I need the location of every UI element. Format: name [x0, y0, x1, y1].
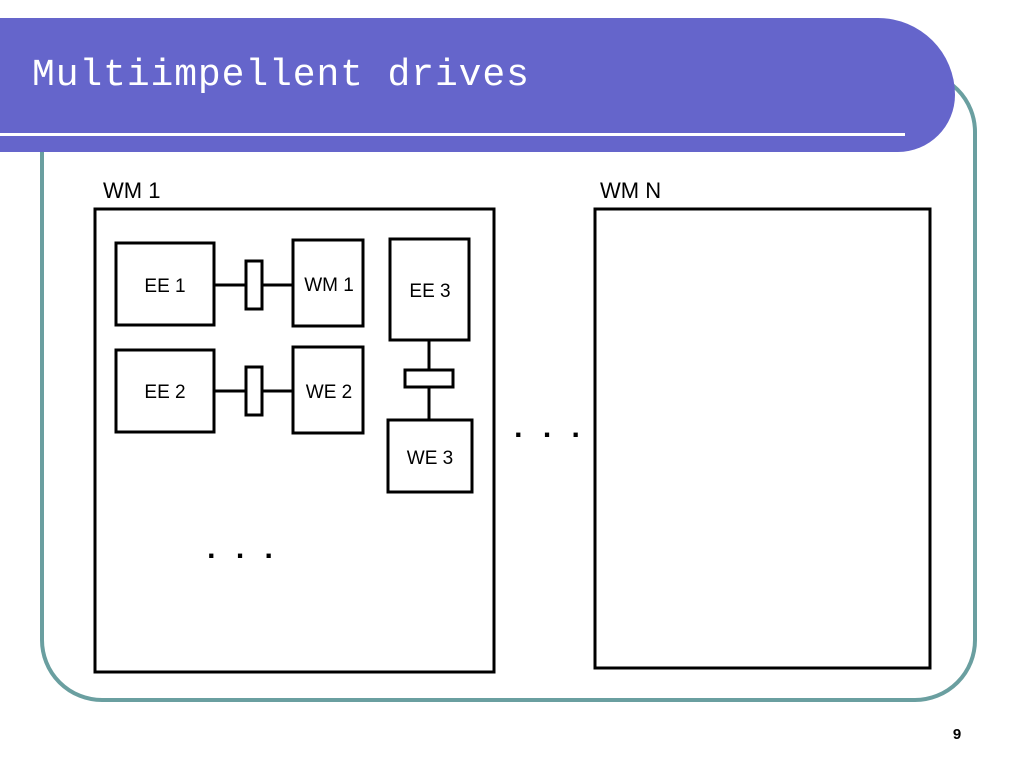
more-units-ellipsis: . . . — [207, 532, 279, 565]
unit-3-load-label: WE 3 — [407, 448, 453, 469]
unit-3-drive-label: EE 3 — [409, 281, 450, 302]
machine-1-box — [93, 207, 496, 674]
unit-1-load-label: WM 1 — [304, 275, 354, 296]
unit-2-coupling — [244, 365, 264, 417]
unit-2-load-label: WE 2 — [306, 382, 352, 403]
slide-title: Multiimpellent drives — [32, 54, 530, 97]
unit-3-coupling — [403, 368, 455, 389]
title-band — [0, 18, 955, 152]
machine-n-label: WM N — [600, 178, 661, 203]
unit-1-drive-label: EE 1 — [144, 276, 185, 297]
title-underline — [0, 133, 905, 136]
unit-1-load-box — [291, 238, 365, 328]
page-number: 9 — [952, 726, 962, 743]
unit-2-load-box — [291, 345, 365, 435]
machine-1-label: WM 1 — [103, 178, 160, 203]
unit-2-drive-label: EE 2 — [144, 382, 185, 403]
machine-n-box — [593, 207, 932, 670]
more-machines-ellipsis: . . . — [514, 411, 586, 444]
unit-1-coupling — [244, 259, 264, 311]
unit-3-load-box — [386, 418, 474, 494]
